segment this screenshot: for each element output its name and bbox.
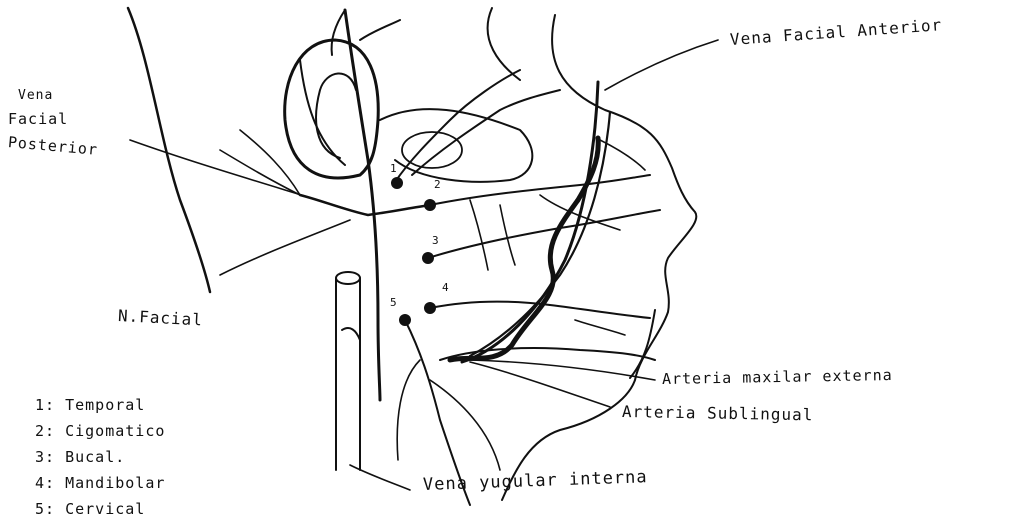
zygomatic-branch — [430, 175, 650, 205]
label-vena-facial-posterior-line2: Facial — [8, 110, 68, 128]
branch-number-2: 2 — [434, 178, 441, 191]
legend-num: 2: — [35, 422, 55, 440]
label-vena-facial-posterior-line1: Vena — [18, 88, 53, 103]
legend-item: 5: Cervical — [35, 496, 165, 522]
legend-num: 1: — [35, 396, 55, 414]
legend: 1: Temporal 2: Cigomatico 3: Bucal. 4: M… — [35, 392, 165, 522]
branch-number-1: 1 — [390, 162, 397, 175]
leader-n-facial — [220, 220, 350, 275]
node-3-bucal — [422, 252, 434, 264]
jugular-vein-inner — [342, 328, 360, 340]
branch-number-5: 5 — [390, 296, 397, 309]
leader-vena-facial-anterior — [605, 40, 718, 90]
leader-vena-yugular — [350, 465, 410, 490]
branch-number-3: 3 — [432, 234, 439, 247]
jugular-vein-body — [336, 278, 360, 470]
legend-num: 4: — [35, 474, 55, 492]
branch-fan-2 — [500, 205, 515, 265]
node-4-mandibular — [424, 302, 436, 314]
anterior-facial-vein-2 — [470, 112, 610, 356]
vein-tributary-top — [332, 10, 345, 55]
legend-item: 2: Cigomatico — [35, 418, 165, 444]
legend-num: 5: — [35, 500, 55, 518]
branch-number-4: 4 — [442, 281, 449, 294]
cervical-sub-branch-2 — [430, 380, 500, 470]
node-2-cigomatico — [424, 199, 436, 211]
branch-fan-7 — [220, 150, 300, 195]
legend-text: Bucal. — [65, 448, 125, 466]
posterior-facial-vein — [345, 10, 380, 400]
back-of-head-outline — [128, 8, 210, 292]
vein-tributary-right — [360, 20, 400, 40]
ear-inner — [316, 73, 356, 158]
branch-fan-5 — [575, 320, 625, 335]
legend-text: Mandibolar — [65, 474, 165, 492]
ear-outer — [285, 40, 379, 178]
node-5-cervical — [399, 314, 411, 326]
legend-num: 3: — [35, 448, 55, 466]
buccal-branch — [428, 210, 660, 258]
cervical-sub-branch — [397, 360, 420, 460]
cheek-outline — [488, 8, 520, 80]
facial-nerve-trunk — [300, 195, 430, 215]
node-1-temporal — [391, 177, 403, 189]
leader-arteria-sublingual — [470, 362, 610, 407]
label-arteria-sublingual: Arteria Sublingual — [622, 402, 814, 424]
ear-lobe — [300, 60, 345, 165]
legend-text: Cigomatico — [65, 422, 165, 440]
legend-text: Cervical — [65, 500, 145, 518]
jugular-vein-top — [336, 272, 360, 284]
legend-item: 4: Mandibolar — [35, 470, 165, 496]
legend-item: 1: Temporal — [35, 392, 165, 418]
legend-text: Temporal — [65, 396, 145, 414]
legend-item: 3: Bucal. — [35, 444, 165, 470]
branch-fan-1 — [470, 200, 488, 270]
